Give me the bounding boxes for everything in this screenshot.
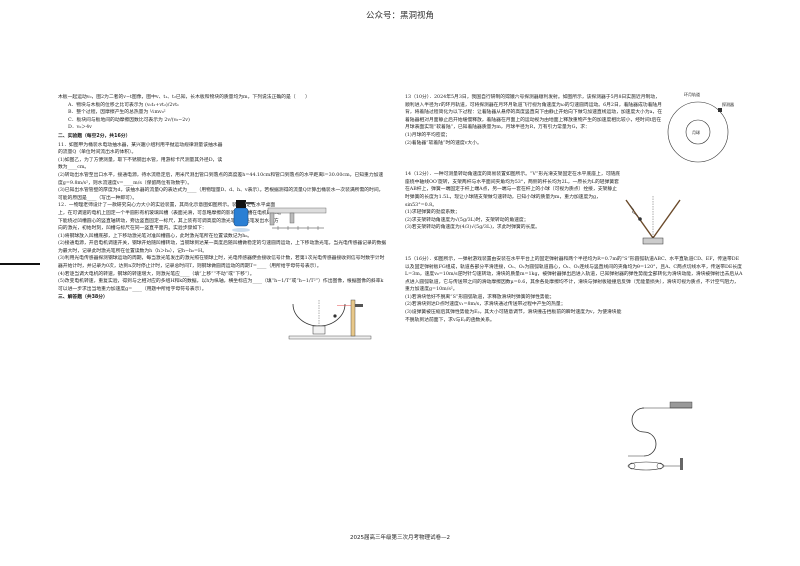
lunar-orbit-diagram: 环月轨道 月球 探测器 (667, 91, 734, 163)
section-experiment-heading: 二、实验题（每空2分，共16分） (58, 133, 131, 139)
q14-part3: (3)若支架转动的角速度为(4/3)√(5g/3L)，求此时弹簧的长度。 (405, 225, 540, 231)
right-column: 13（10分）．2024年5月3日，我国自行研制的嫦娥六号探测器顺利发射。如图所… (405, 94, 743, 324)
q10-option-b: B．整个过程，因摩擦产生的总热量为 ½mv₀² (68, 110, 166, 116)
q14-figure (618, 194, 688, 256)
q14-stem: 14（12分）．一种可测量转动角速度的简易装置如图所示。“V”形光滑支架固定在水… (405, 172, 621, 208)
q12-figure (285, 296, 375, 350)
q14-part2: (2)求支架转动角速度为√(5g/3L)时，支架转动的角速度； (405, 217, 529, 223)
q13-part1: (1)月球的平均密度； (405, 132, 451, 138)
s-track-diagram (627, 401, 693, 471)
q15-part3: (3)设弹簧被压缩后其弹性势能为Eₚ，其大小可随意调节，滑块撞击挡板前的瞬时速度… (405, 310, 622, 323)
q13-figure: 环月轨道 月球 探测器 (662, 90, 738, 172)
q11-part1: (1)如图乙，为了方便测量，取下不锈钢出水管，用游标卡尺测量其外径D，读数为__… (58, 157, 223, 171)
q10-option-a: A．物块与木板的位移之比可表示为 (v₀t₁+vt₂)/2vt₁ (68, 102, 179, 108)
orbit-label: 环月轨道 (684, 91, 700, 97)
q15-part2: (2)若滑块到达D点时速度v₁=8m/s，求滑块通过传送带过程中产生的热量； (405, 302, 566, 308)
q12-stem: 12．一物理老师设计了一款研究向心力大小的实验装置，其简化示意图如图所示。装置固… (58, 203, 282, 232)
q15-part1: (1)若滑块恰好不脱离“S”形圆弧轨道，求释放滑块时弹簧的弹性势能； (405, 294, 555, 300)
q11-part3: (3)已知出水管管壁的厚度为d，该抽水器的流量Q的表达式为____（用物理量D、… (58, 188, 384, 201)
v-frame-diagram (625, 196, 681, 245)
q12-step3: (3)利用光电传感器探测钢球运动的周期，每当激光笔发出的激光照在钢球上时，光电传… (58, 256, 385, 270)
watermark: 公众号：黑洞视角 (365, 11, 434, 21)
q12-step4: (4)若逐当调大电机的转速，钢球的转速增大，则激光笔应____（填“上移”“不动… (58, 271, 255, 277)
q10-intro: 木板一起运动v₀，图2为二者的v−t图像，图中v、t₁、t₂已知，长木板和物块的… (58, 95, 310, 100)
page-edge-bar (0, 263, 40, 265)
left-column: 木板一起运动v₀，图2为二者的v−t图像，图中v、t₁、t₂已知，长木板和物块的… (58, 94, 388, 303)
q13-stem: 13（10分）．2024年5月3日，我国自行研制的嫦娥六号探测器顺利发射。如图所… (405, 95, 663, 131)
q15-stem: 15（16分）．如图所示，一弹射游戏装置由安装在水平平台上的固定弹射器和两个半径… (405, 256, 743, 293)
q12-step1: (1)将钢球放入凹槽底部，上下移动激光笔对准凹槽圆心，此时激光笔所在位置读数记为… (58, 233, 253, 239)
q13-part2: (2)着陆器“软着陆”时的速度v大小。 (405, 140, 482, 146)
probe-label: 探测器 (722, 101, 734, 107)
q11-stem: 11．如图甲为桶装水电动抽水器，某兴趣小组利用平抛运动规律测量该抽水器的流量Q（… (58, 142, 223, 156)
q10-option-c: C．板块间与板地间的动摩擦因数比可表示为 2v/(v₀−2v) (68, 117, 190, 123)
probe-icon (718, 108, 722, 112)
section-answer-heading: 三、解答题（共38分） (58, 295, 108, 301)
q12-step5: (5)改变电机转速，重复实验，得到与之相对应的多组H和k的数据，以h为纵轴，横坐… (58, 279, 384, 292)
q10-option-d: D．v₀＞4v (68, 125, 92, 131)
q11-figure (230, 196, 330, 242)
q15-figure (622, 398, 698, 482)
centripetal-apparatus-diagram (288, 299, 372, 340)
moon-label: 月球 (692, 129, 700, 135)
q11-part2: (2)转动出水管至出口水平，接通电源，待水流稳定后，用米尺测出管口到落点的高度差… (58, 172, 384, 186)
q12-step2: (2)接通电源，开启电机调速开关，钢球开始随凹槽转动，当钢球到达某一高度后随凹槽… (58, 241, 387, 254)
q14-part1: (1)求轻弹簧的劲度系数； (405, 210, 460, 216)
page-footer: 2025届高三年级第三次月考物理试卷—2 (350, 535, 450, 541)
pump-caliper-diagram (232, 200, 327, 232)
